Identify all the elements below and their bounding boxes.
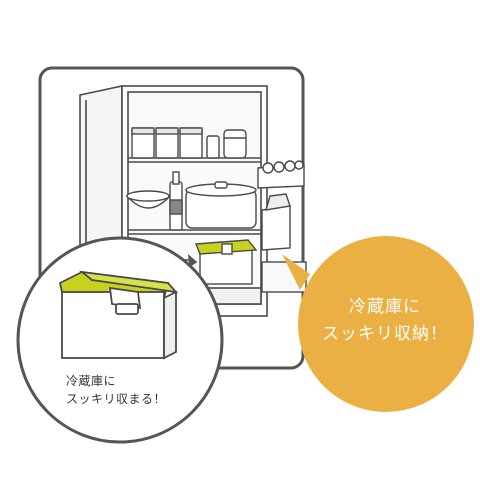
zoom-caption-line1: 冷蔵庫に [66, 374, 117, 388]
zoom-caption-line2: スッキリ収まる！ [66, 392, 167, 406]
speech-bubble [282, 236, 474, 412]
jars [131, 127, 247, 159]
zoom-caption: 冷蔵庫に スッキリ収まる！ [66, 372, 196, 408]
fridge-door-right [257, 160, 307, 293]
callout-line2: スッキリ収納！ [322, 324, 448, 344]
storage-container-icon [194, 239, 258, 285]
magnifier-circle [16, 236, 224, 444]
callout-text: 冷蔵庫に スッキリ収納！ [300, 294, 470, 348]
callout-line1: 冷蔵庫に [349, 297, 421, 317]
shelf-items [125, 171, 257, 231]
